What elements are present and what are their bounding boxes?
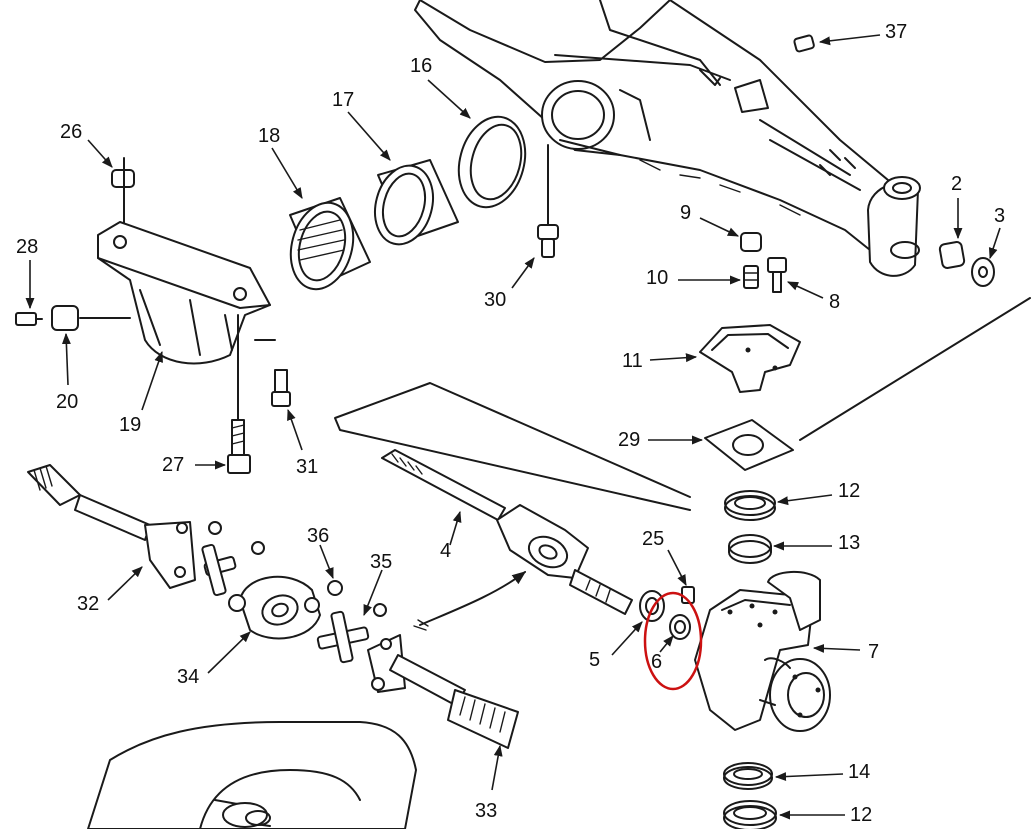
label-37: 37 [885, 21, 908, 43]
label-10: 10 [646, 267, 669, 289]
part-35-cross [316, 569, 387, 664]
label-3: 3 [994, 205, 1006, 227]
label-4: 4 [440, 540, 452, 562]
highlight-circle-part-6 [643, 591, 703, 691]
part-8-screw [767, 257, 824, 299]
part-9-cap [699, 217, 762, 252]
label-25: 25 [642, 528, 665, 550]
bottom-housing [87, 721, 417, 830]
label-7: 7 [868, 641, 880, 663]
label-26: 26 [60, 121, 83, 143]
part-16-ring [427, 79, 527, 209]
part-12-seal-lower [723, 800, 845, 831]
part-4-axle-shaft [381, 449, 633, 615]
part-30-fitting [511, 144, 559, 289]
label-14: 14 [848, 761, 871, 783]
label-20: 20 [56, 391, 79, 413]
label-34: 34 [177, 666, 200, 688]
label-8: 8 [829, 291, 841, 313]
label-16: 16 [410, 55, 433, 77]
label-35: 35 [370, 551, 393, 573]
part-3-washer [971, 227, 1001, 287]
part-29-shim [648, 419, 794, 471]
label-36: 36 [307, 525, 330, 547]
label-32: 32 [77, 593, 100, 615]
label-12-lower: 12 [850, 804, 873, 826]
label-18: 18 [258, 125, 281, 147]
part-28-fitting [15, 260, 43, 326]
label-31: 31 [296, 456, 319, 478]
part-5-bushing [611, 590, 665, 656]
label-5: 5 [589, 649, 601, 671]
label-27: 27 [162, 454, 185, 476]
label-6: 6 [651, 651, 663, 673]
label-2: 2 [951, 173, 963, 195]
part-20-spacer [51, 305, 131, 386]
part-13-bearing [728, 534, 832, 564]
label-33: 33 [475, 800, 498, 822]
part-36-clip [319, 544, 343, 596]
part-26-nut [87, 139, 135, 246]
label-12-upper: 12 [838, 480, 861, 502]
label-28: 28 [16, 236, 39, 258]
part-18-threaded-ring [271, 147, 371, 291]
axle-housing [414, 0, 921, 277]
part-17-sleeve [347, 111, 459, 246]
part-11-cap [649, 324, 801, 393]
part-6-seal [659, 614, 691, 653]
cross-left [201, 521, 265, 597]
label-13: 13 [838, 532, 861, 554]
part-14-washer [723, 762, 844, 790]
label-30: 30 [484, 289, 507, 311]
label-29: 29 [618, 429, 641, 451]
label-19: 19 [119, 414, 142, 436]
label-9: 9 [680, 202, 692, 224]
part-2-bushing [938, 198, 966, 269]
part-27-bolt [195, 314, 251, 474]
part-12-seal-upper [724, 490, 833, 521]
part-34-yoke [207, 575, 321, 674]
part-33-shaft [367, 634, 519, 791]
part-7-knuckle [694, 570, 861, 732]
part-10-fitting [678, 265, 759, 289]
label-17: 17 [332, 89, 355, 111]
part-19-bracket [97, 221, 276, 411]
label-11: 11 [622, 350, 643, 372]
part-32-shaft [27, 464, 196, 601]
part-31-bolt [271, 369, 303, 451]
part-37-stud [793, 34, 881, 53]
